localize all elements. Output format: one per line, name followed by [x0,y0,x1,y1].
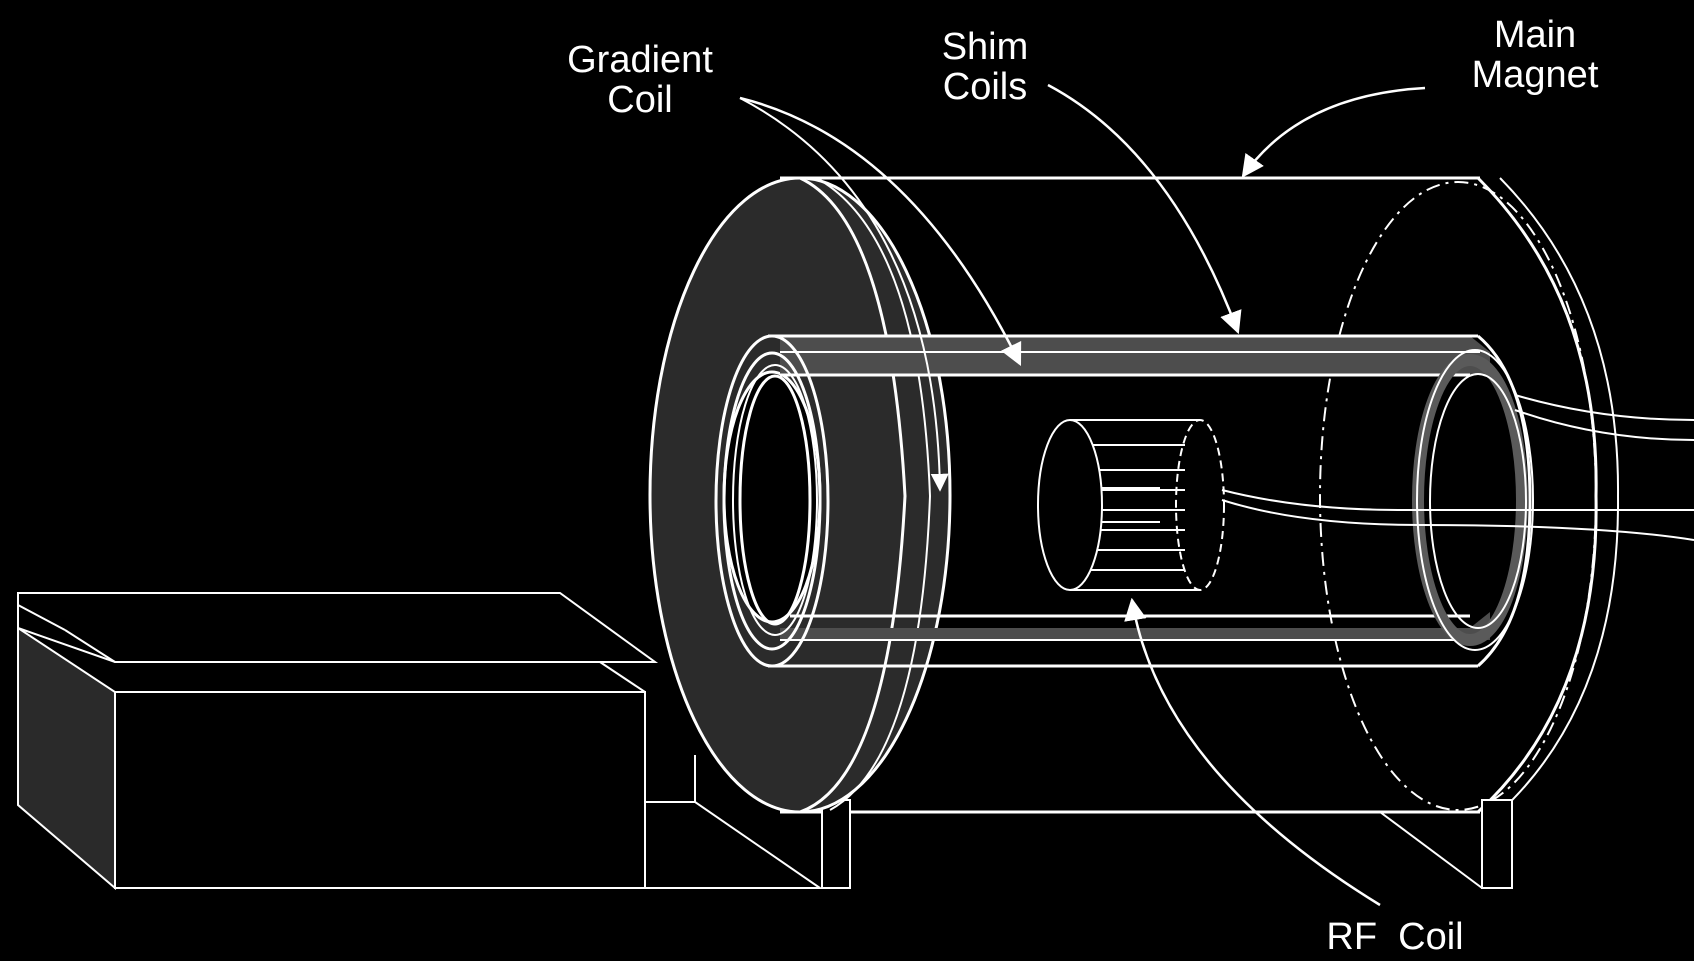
main-magnet [648,176,1620,889]
gradient-tube-band [780,336,1490,375]
gradient-coil-label-line2: Coil [607,79,673,121]
rf-coil-label: RF Coil [1300,917,1490,957]
shim-coils-label-line1: Shim [941,26,1029,68]
main-magnet-label: Main Magnet [1440,15,1630,95]
rf-coil-label-line1: RF Coil [1326,916,1464,958]
rf-coil-front-ring [1037,419,1103,591]
bore-tubes [714,334,1694,668]
gradient-coil-arrow-2 [739,97,949,492]
magnet-back-rim [1319,181,1597,811]
main-magnet-label-line2: Magnet [1471,54,1599,96]
rf-coil-back-ring [1175,419,1225,591]
magnet-back-rim-edge [1476,176,1598,814]
front-support-foot [821,799,851,889]
table-front-face [17,626,116,891]
table-side-face [114,691,646,889]
rf-coil [1037,419,1694,591]
gradient-coil-arrow [739,96,1022,367]
shim-coils-label-line2: Coils [942,66,1028,108]
table-top-pad [17,592,659,663]
main-magnet-label-line1: Main [1493,14,1577,56]
gradient-coil-label: Gradient Coil [540,40,740,120]
gradient-coil-label-line1: Gradient [567,39,713,81]
rear-support-foot [1481,799,1513,889]
rf-coil-arrow [1124,597,1381,907]
shim-coils-label: Shim Coils [905,27,1065,107]
patient-table [17,592,824,891]
main-magnet-arrow [1241,86,1426,178]
shim-coils-arrow [1047,83,1242,335]
